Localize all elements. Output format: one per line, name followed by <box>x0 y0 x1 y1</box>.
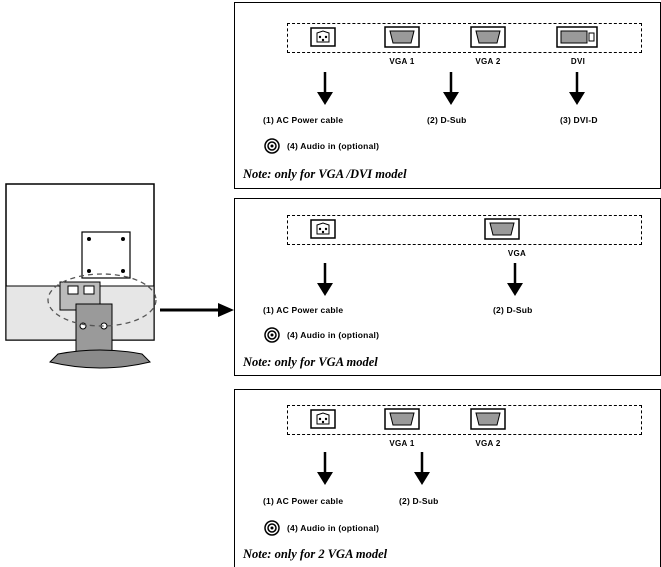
vga-port-icon <box>384 26 420 53</box>
port-label-vga-2: VGA 2 <box>475 57 501 66</box>
ac-socket-icon <box>310 219 336 244</box>
ac-socket-icon <box>310 27 336 52</box>
down-arrow-icon <box>569 72 585 105</box>
cable-label-ac-power: (1) AC Power cable <box>263 496 344 506</box>
cable-label-ac-power: (1) AC Power cable <box>263 115 344 125</box>
monitor-rear-view <box>0 178 160 374</box>
down-arrow-icon <box>317 452 333 485</box>
audio-jack-icon <box>264 520 280 536</box>
panel-2-vga-model: VGA 1 VGA 2 (1) AC Power cable (2) D-Sub… <box>234 389 661 567</box>
cable-label-dvi-d: (3) DVI-D <box>560 115 598 125</box>
cable-label-d-sub: (2) D-Sub <box>493 305 533 315</box>
down-arrow-icon <box>443 72 459 105</box>
port-strip <box>287 405 642 435</box>
model-note: Note: only for 2 VGA model <box>243 547 388 561</box>
cable-label-d-sub: (2) D-Sub <box>399 496 439 506</box>
port-label-dvi: DVI <box>570 57 586 66</box>
audio-in-label: (4) Audio in (optional) <box>287 523 380 533</box>
port-label-vga-1: VGA 1 <box>389 57 415 66</box>
audio-in-label: (4) Audio in (optional) <box>287 330 380 340</box>
panel-vga-model: VGA (1) AC Power cable (2) D-Sub (4) Aud… <box>234 198 661 376</box>
down-arrow-icon <box>414 452 430 485</box>
ac-socket-icon <box>310 409 336 434</box>
vga-port-icon <box>470 408 506 435</box>
port-label-vga: VGA <box>507 249 527 258</box>
audio-jack-icon <box>264 327 280 343</box>
audio-jack-icon <box>264 138 280 154</box>
vga-port-icon <box>384 408 420 435</box>
vga-port-icon <box>484 218 520 245</box>
vga-port-icon <box>470 26 506 53</box>
cable-label-ac-power: (1) AC Power cable <box>263 305 344 315</box>
port-strip <box>287 215 642 245</box>
callout-arrow <box>160 300 236 320</box>
cable-label-d-sub: (2) D-Sub <box>427 115 467 125</box>
dvi-port-icon <box>556 26 598 53</box>
port-strip <box>287 23 642 53</box>
monitor-rear-icon <box>5 183 157 369</box>
audio-in-label: (4) Audio in (optional) <box>287 141 380 151</box>
panel-vga-dvi-model: VGA 1 VGA 2 DVI (1) AC Power cable (2) D… <box>234 2 661 189</box>
down-arrow-icon <box>317 72 333 105</box>
port-label-vga-1: VGA 1 <box>389 439 415 448</box>
down-arrow-icon <box>317 263 333 296</box>
model-note: Note: only for VGA /DVI model <box>243 167 407 181</box>
port-label-vga-2: VGA 2 <box>475 439 501 448</box>
down-arrow-icon <box>507 263 523 296</box>
model-note: Note: only for VGA model <box>243 355 378 369</box>
